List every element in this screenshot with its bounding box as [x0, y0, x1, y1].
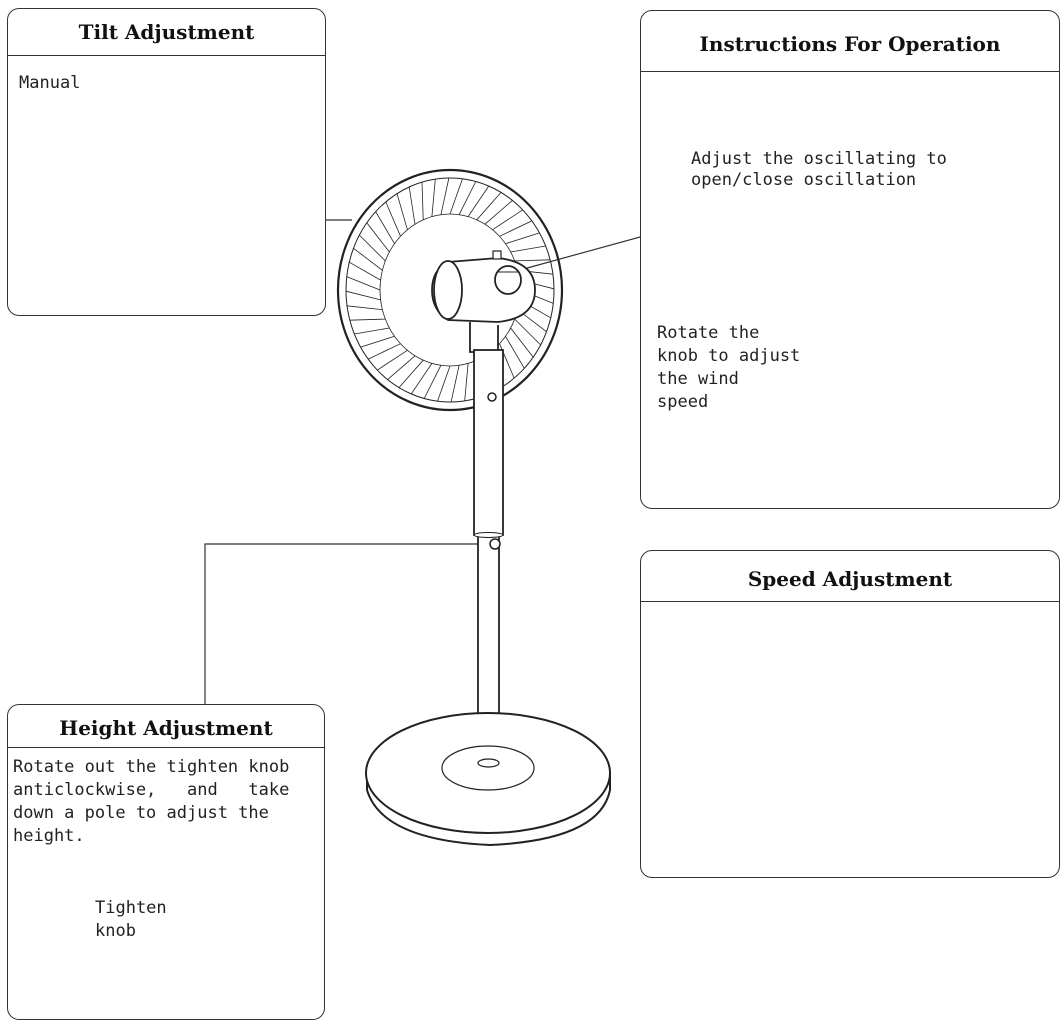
height-instruction-line1: Rotate out the tighten knob	[13, 757, 290, 777]
knob-note-line2: knob to adjust	[657, 346, 801, 366]
oscillation-note-line1: Adjust the oscillating to	[691, 149, 947, 169]
guard-spoke	[377, 349, 408, 371]
guard-spoke	[346, 276, 381, 291]
height-instruction-line4: height.	[13, 826, 85, 846]
guard-spoke	[450, 365, 460, 403]
motor-housing	[431, 250, 536, 353]
guard-spoke	[354, 327, 390, 335]
manual-label: Manual	[19, 73, 81, 93]
guard-spoke	[353, 247, 383, 271]
height-instruction-line3: down a pole to adjust the	[13, 803, 269, 823]
oscillation-note-line2: open/close oscillation	[691, 170, 917, 190]
guard-spoke	[467, 185, 490, 217]
guard-spoke	[408, 186, 416, 225]
guard-spoke	[366, 222, 390, 253]
knob-note-line3: the wind	[657, 369, 739, 389]
panel-title: Height Adjustment	[8, 705, 324, 748]
leader-line-height	[204, 543, 494, 704]
guard-spoke	[359, 234, 386, 262]
guard-spoke	[476, 192, 502, 221]
knob-note-line4: speed	[657, 392, 709, 412]
panel-title: Instructions For Operation	[641, 11, 1059, 72]
panel-title: Tilt Adjustment	[8, 9, 325, 56]
guard-spoke	[514, 259, 551, 262]
guard-spoke	[398, 359, 424, 388]
guard-spoke	[505, 336, 525, 369]
guard-spoke	[458, 181, 477, 215]
guard-spoke	[375, 211, 395, 244]
guard-spoke	[514, 318, 541, 346]
guard-spokes	[345, 177, 555, 403]
guard-spoke	[449, 178, 463, 215]
guard-spoke	[360, 335, 395, 348]
instructions-panel: Instructions For Operation Adjust the os…	[640, 10, 1060, 509]
guard-spoke	[346, 305, 383, 311]
leader-line-operation	[519, 236, 641, 271]
height-adjustment-panel: Height Adjustment Rotate out the tighten…	[7, 704, 325, 1020]
tighten-label-line1: Tighten	[95, 898, 167, 918]
tilt-adjustment-panel: Tilt Adjustment Manual	[7, 8, 326, 316]
guard-spoke	[345, 290, 381, 301]
guard-spoke	[440, 177, 450, 215]
panel-title: Speed Adjustment	[641, 551, 1059, 602]
guard-spoke	[484, 200, 513, 225]
fan-guard	[336, 168, 564, 412]
guard-spoke	[423, 365, 442, 399]
guard-spoke	[510, 245, 546, 253]
knob-note-line1: Rotate the	[657, 323, 760, 343]
height-instruction-line2: anticlockwise, and take	[13, 780, 290, 800]
guard-spoke	[510, 327, 534, 358]
guard-spoke	[396, 193, 408, 230]
guard-spoke	[410, 363, 433, 395]
guard-spoke	[349, 318, 386, 321]
guard-spoke	[492, 209, 523, 231]
tighten-label-line2: knob	[95, 921, 136, 941]
fan-pole	[473, 349, 504, 764]
guard-spoke	[431, 179, 436, 217]
guard-spoke	[368, 343, 401, 360]
speed-adjustment-panel: Speed Adjustment	[640, 550, 1060, 878]
leader-lines	[204, 219, 641, 704]
guard-spoke	[437, 365, 451, 402]
guard-spoke	[421, 182, 424, 220]
pole-knob-upper	[487, 392, 497, 402]
pole-knob-lower	[489, 538, 501, 550]
guard-spoke	[349, 261, 381, 281]
guard-spoke	[499, 220, 532, 237]
guard-spoke	[387, 355, 416, 380]
guard-spoke	[464, 363, 469, 401]
guard-spoke	[505, 232, 540, 245]
fan-base	[365, 712, 611, 847]
guard-spoke	[385, 201, 401, 237]
